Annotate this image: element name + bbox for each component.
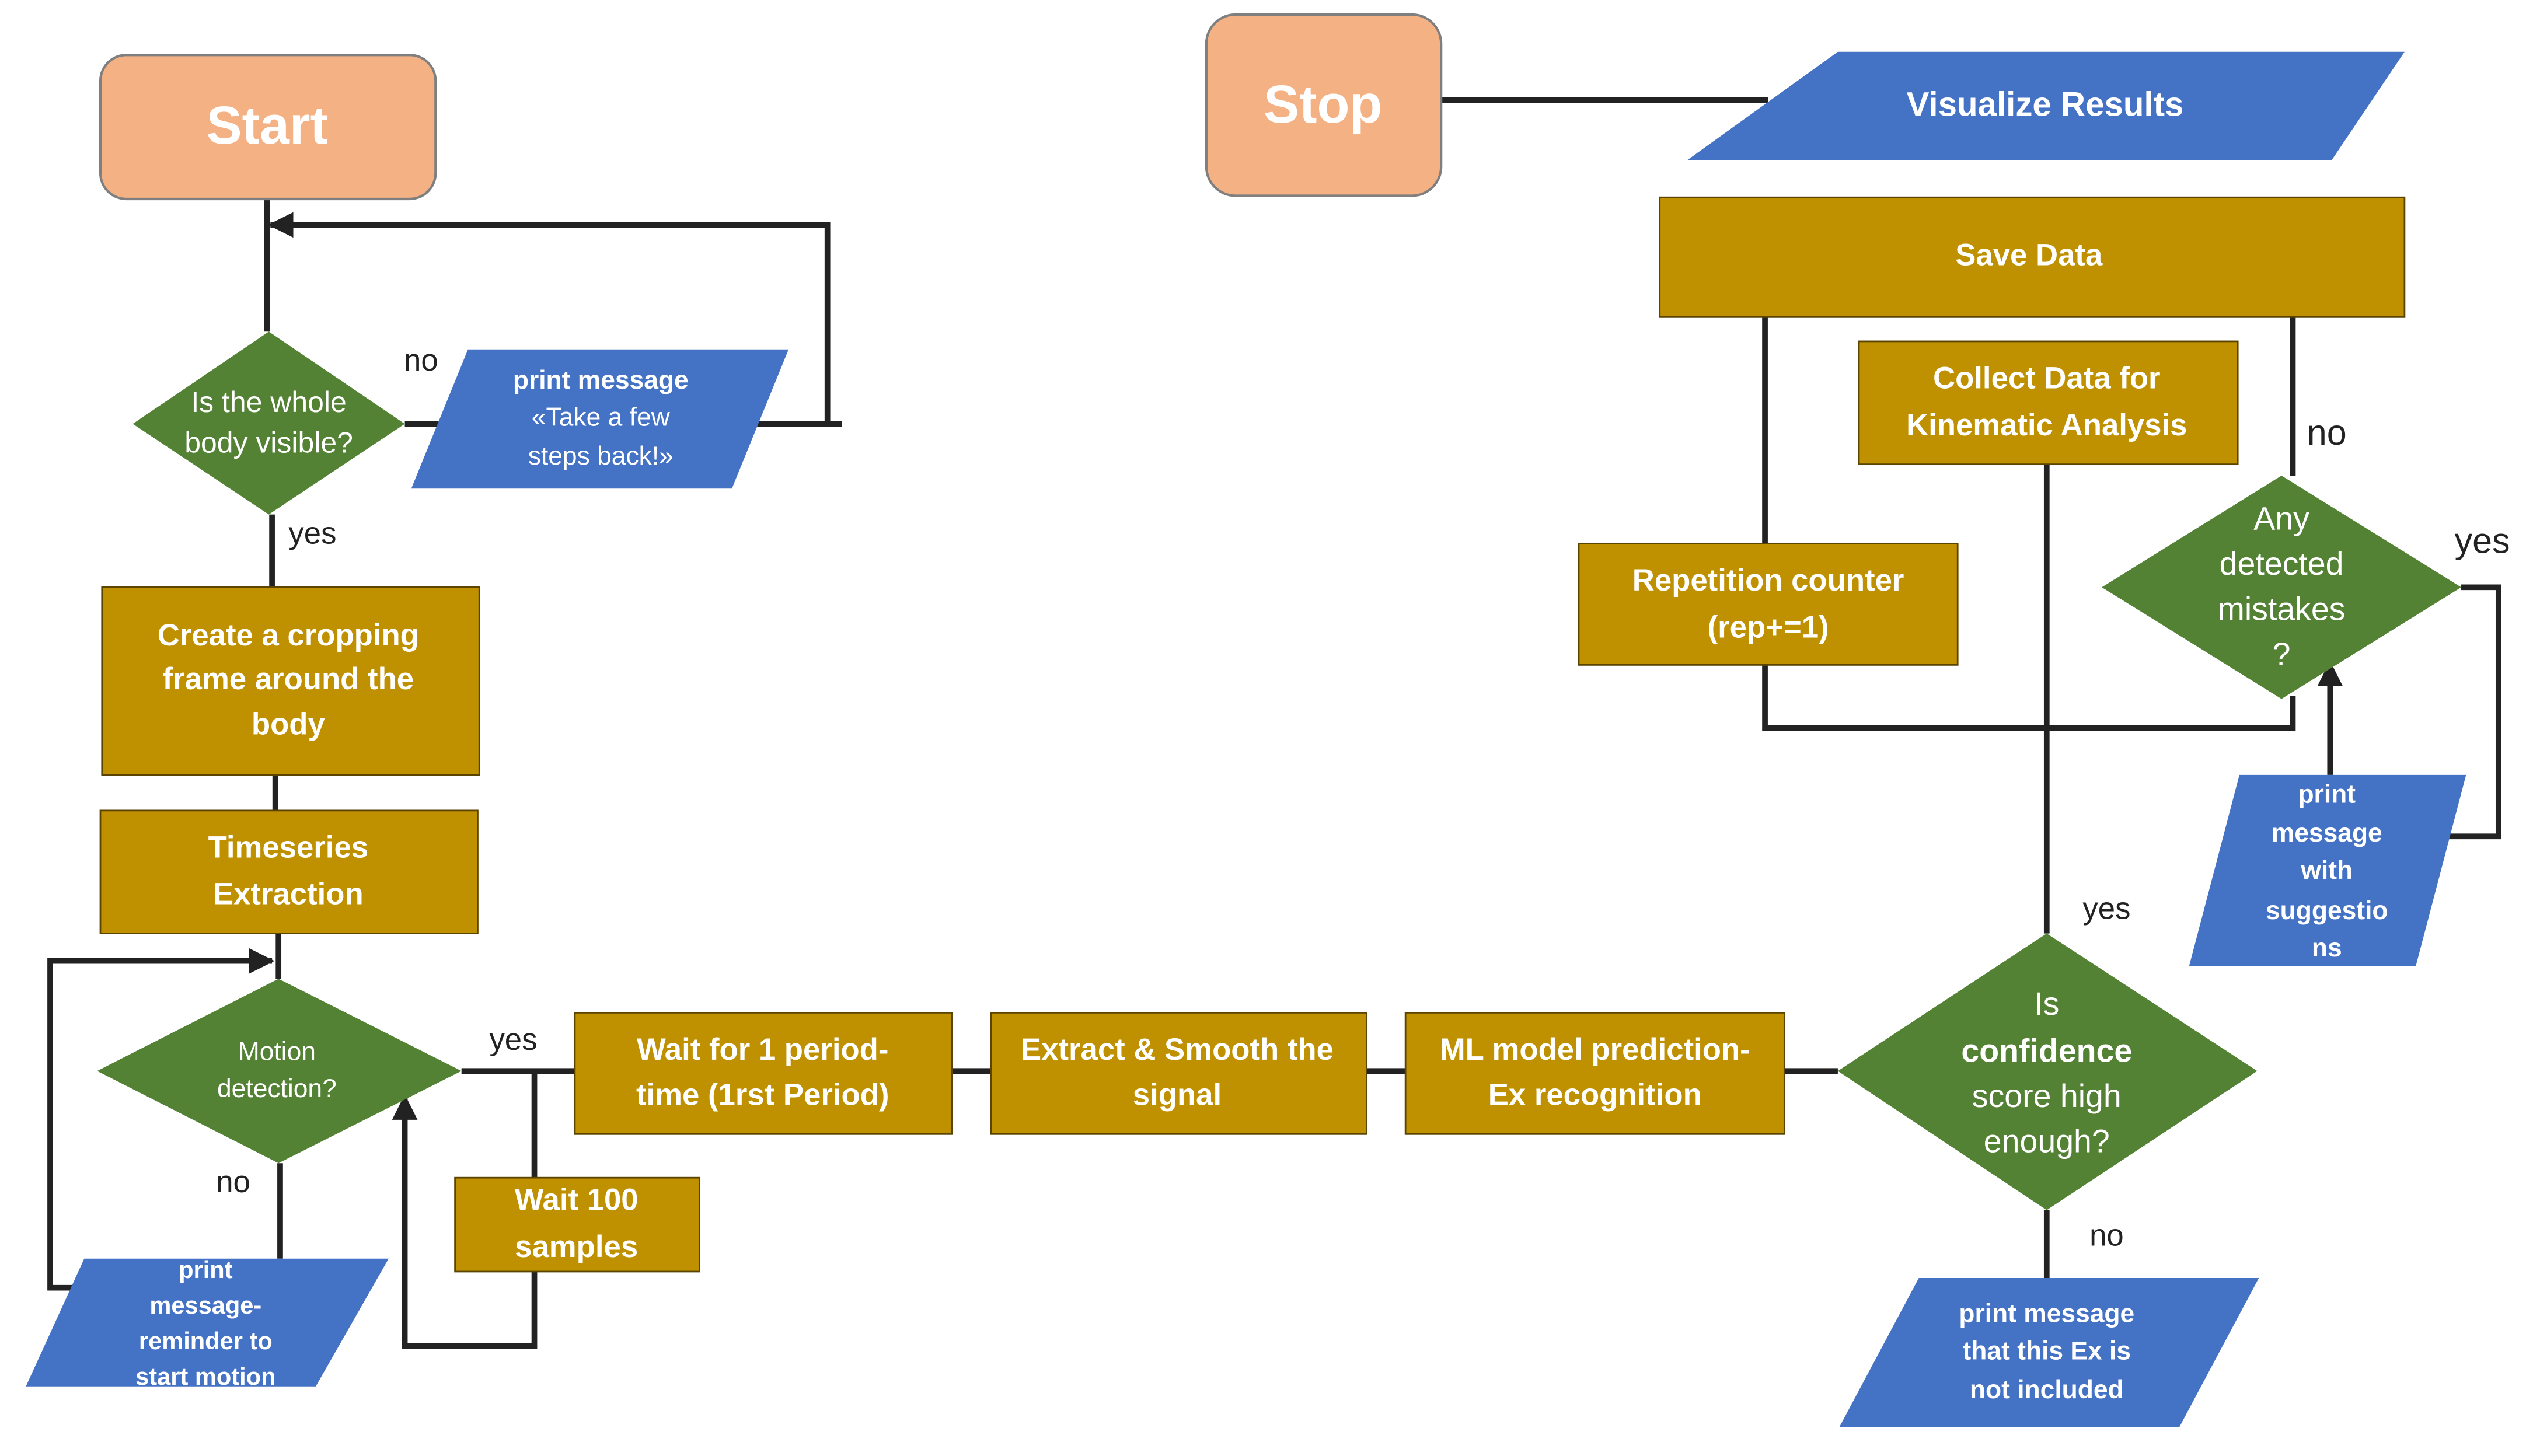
label-motion-yes: yes — [489, 1022, 537, 1057]
wait-period-process: Wait for 1 period- time (1rst Period) — [574, 1012, 953, 1135]
confidence-line-1: Is — [2034, 986, 2059, 1022]
repetition-counter-line-2: (rep+=1) — [1708, 610, 1829, 644]
cropping-line-2: frame around the — [163, 662, 414, 696]
label-mistakes-no: no — [2307, 413, 2347, 452]
step-back-line-2: «Take a few — [532, 403, 671, 432]
not-included-line-1: print message — [1959, 1300, 2134, 1328]
motion-detection-decision: Motion detection? — [97, 979, 462, 1164]
wait-period-line-2: time (1rst Period) — [636, 1078, 889, 1112]
motion-line-2: detection? — [217, 1074, 337, 1103]
cropping-line-3: body — [252, 707, 326, 742]
wait-samples-line-1: Wait 100 — [515, 1183, 639, 1217]
step-back-line-3: steps back!» — [528, 442, 674, 470]
motion-line-1: Motion — [238, 1037, 316, 1066]
mistakes-line-1: Any — [2253, 500, 2309, 536]
save-data-process: Save Data — [1659, 196, 2406, 318]
wait-samples-line-2: samples — [515, 1230, 638, 1264]
reminder-line-3: reminder to — [139, 1327, 273, 1354]
mistakes-line-3: mistakes — [2218, 591, 2346, 627]
collect-data-line-1: Collect Data for — [1933, 361, 2161, 395]
label-body-no: no — [404, 343, 438, 378]
print-reminder-io: print message- reminder to start motion — [26, 1256, 389, 1390]
label-body-yes: yes — [288, 516, 336, 551]
print-not-included-io: print message that this Ex is not includ… — [1839, 1278, 2259, 1427]
suggestions-line-2: message — [2272, 819, 2382, 847]
mistakes-line-2: detected — [2220, 546, 2344, 582]
edge-step-back-return — [267, 212, 831, 424]
collect-data-process: Collect Data for Kinematic Analysis — [1858, 340, 2239, 466]
visualize-label: Visualize Results — [1907, 85, 2184, 123]
connectors — [47, 97, 2501, 1349]
ml-line-2: Ex recognition — [1488, 1078, 1702, 1112]
label-confidence-no: no — [2089, 1218, 2124, 1253]
suggestions-line-4: suggestio — [2266, 896, 2388, 925]
reminder-line-4: start motion — [135, 1363, 275, 1390]
ml-line-1: ML model prediction- — [1440, 1032, 1750, 1067]
repetition-counter-process: Repetition counter (rep+=1) — [1578, 543, 1959, 666]
stop-terminal: Stop — [1205, 13, 1443, 197]
confidence-line-4: enough? — [1984, 1123, 2110, 1160]
extract-line-1: Extract & Smooth the — [1021, 1032, 1334, 1067]
label-motion-no: no — [216, 1165, 250, 1199]
print-suggestions-io: print message with suggestio ns — [2189, 774, 2466, 966]
extract-smooth-process: Extract & Smooth the signal — [990, 1012, 1367, 1135]
ml-prediction-process: ML model prediction- Ex recognition — [1404, 1012, 1785, 1135]
collect-data-line-2: Kinematic Analysis — [1906, 408, 2187, 442]
edge-rep-bracket — [1762, 665, 2296, 731]
body-visible-decision: Is the whole body visible? — [132, 331, 405, 515]
mistakes-decision: Any detected mistakes ? — [2102, 476, 2462, 699]
confidence-line-3: score high — [1972, 1078, 2122, 1114]
timeseries-line-1: Timeseries — [208, 830, 368, 864]
mistakes-line-4: ? — [2273, 636, 2291, 672]
timeseries-line-2: Extraction — [213, 877, 364, 912]
cropping-frame-process: Create a cropping frame around the body — [101, 586, 480, 776]
label-mistakes-yes: yes — [2455, 521, 2510, 561]
body-visible-line-2: body visible? — [184, 427, 353, 459]
not-included-line-3: not included — [1970, 1375, 2124, 1404]
confidence-decision: Is confidence score high enough? — [1837, 933, 2258, 1210]
repetition-counter-line-1: Repetition counter — [1632, 563, 1904, 598]
edge-labels: no yes yes no yes no no yes — [216, 343, 2510, 1253]
not-included-line-2: that this Ex is — [1963, 1336, 2131, 1365]
reminder-line-1: print — [179, 1256, 233, 1283]
edge-wait-samples-loop — [392, 1094, 538, 1349]
start-terminal: Start — [99, 54, 437, 201]
suggestions-line-5: ns — [2312, 934, 2342, 962]
reminder-line-2: message- — [149, 1291, 261, 1319]
body-visible-line-1: Is the whole — [191, 386, 346, 418]
start-label: Start — [206, 96, 328, 155]
extract-line-2: signal — [1133, 1078, 1222, 1112]
wait-samples-process: Wait 100 samples — [454, 1176, 700, 1273]
save-data-label: Save Data — [1955, 238, 2103, 273]
suggestions-line-3: with — [2300, 856, 2353, 885]
step-back-line-1: print message — [513, 366, 689, 394]
suggestions-line-1: print — [2298, 780, 2356, 809]
confidence-line-2: confidence — [1961, 1032, 2132, 1069]
edge-mistakes-yes — [2448, 584, 2501, 840]
label-confidence-yes: yes — [2082, 892, 2130, 926]
visualize-results-io: Visualize Results — [1687, 51, 2405, 160]
cropping-line-1: Create a cropping — [158, 618, 419, 652]
print-step-back-io: print message «Take a few steps back!» — [411, 349, 789, 489]
timeseries-process: Timeseries Extraction — [99, 809, 479, 934]
stop-label: Stop — [1264, 75, 1382, 134]
edge-reminder-loop — [47, 948, 275, 1291]
wait-period-line-1: Wait for 1 period- — [637, 1032, 888, 1067]
